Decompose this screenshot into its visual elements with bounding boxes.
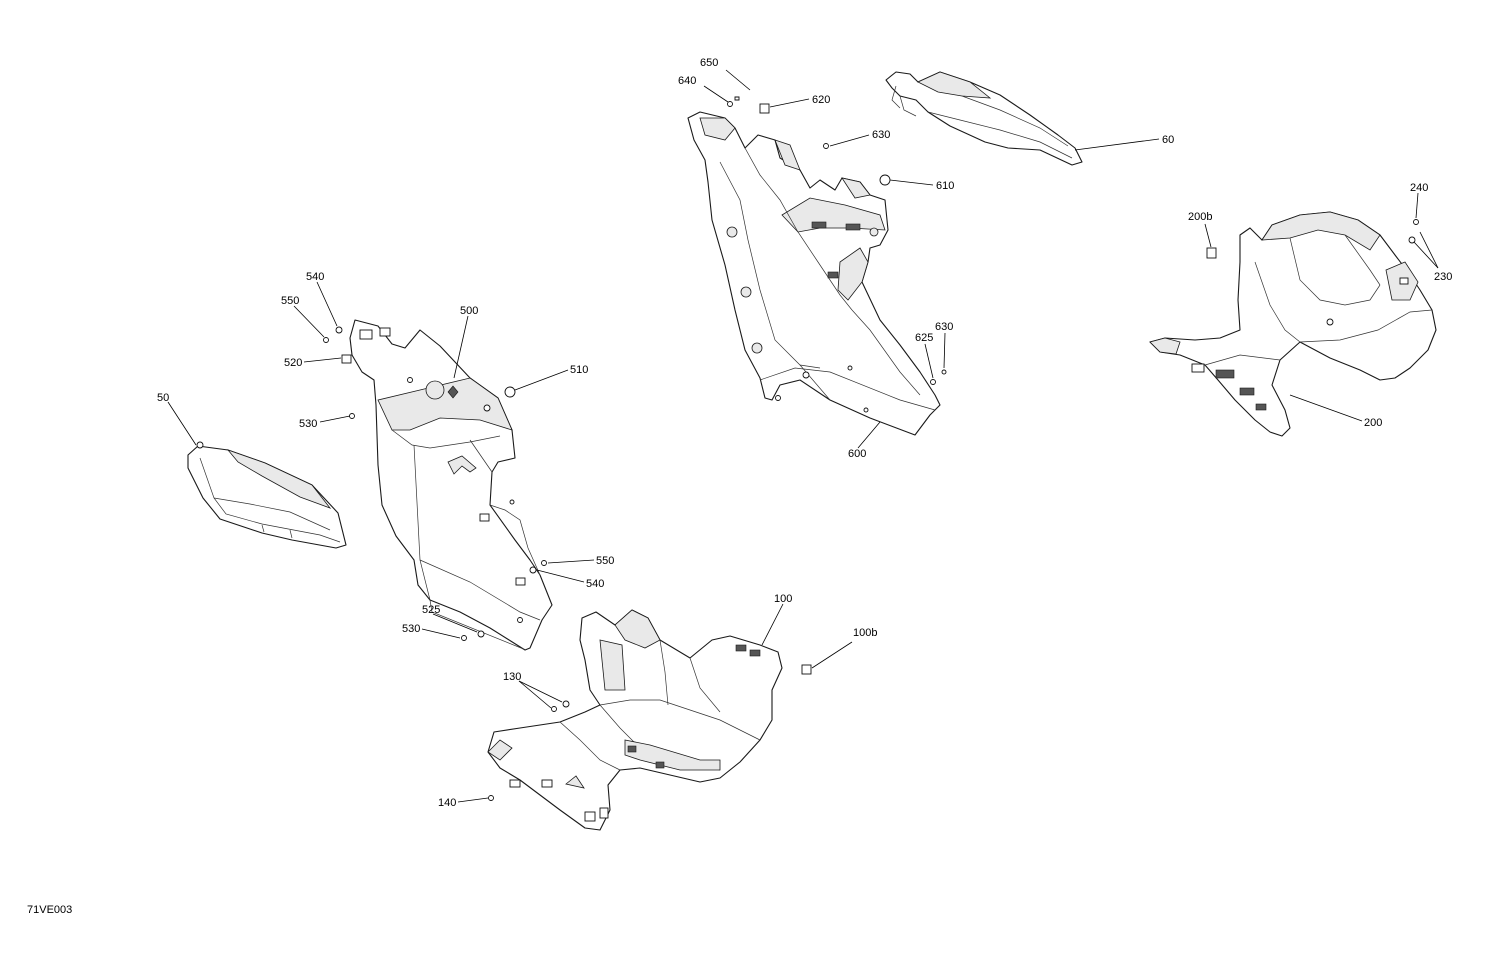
- callout-550-upper: 550: [281, 295, 299, 307]
- callout-650: 650: [700, 57, 718, 69]
- callout-130: 130: [503, 671, 521, 683]
- callout-500: 500: [460, 305, 478, 317]
- callout-100: 100: [774, 593, 792, 605]
- callout-50: 50: [157, 392, 169, 404]
- callout-640: 640: [678, 75, 696, 87]
- part-200-rear-console: [1149, 211, 1437, 437]
- drawing-code: 71VE003: [27, 904, 72, 916]
- hardware: [323, 96, 1419, 801]
- callout-530-upper: 530: [299, 418, 317, 430]
- callout-630-upper: 630: [872, 129, 890, 141]
- part-500-front-panel: [349, 319, 553, 651]
- callout-530-lower: 530: [402, 623, 420, 635]
- callout-100b: 100b: [853, 627, 877, 639]
- callout-550-lower: 550: [596, 555, 614, 567]
- callout-525: 525: [422, 604, 440, 616]
- callout-60: 60: [1162, 134, 1174, 146]
- callout-140: 140: [438, 797, 456, 809]
- part-50-side-panel: [187, 441, 347, 549]
- callout-540-upper: 540: [306, 271, 324, 283]
- callout-600: 600: [848, 448, 866, 460]
- part-600-center-panel: [687, 111, 941, 436]
- callout-610: 610: [936, 180, 954, 192]
- part-100-floor-panel: [487, 609, 783, 831]
- callout-510: 510: [570, 364, 588, 376]
- callout-200b: 200b: [1188, 211, 1212, 223]
- part-60-upper-cover: [885, 71, 1083, 166]
- callout-240: 240: [1410, 182, 1428, 194]
- callout-630-lower: 630: [935, 321, 953, 333]
- leader-lines: [167, 69, 1439, 803]
- callout-labels: 650 640 620 630 610 60 240 200b 230 200 …: [27, 57, 1452, 916]
- callout-230: 230: [1434, 271, 1452, 283]
- callout-620: 620: [812, 94, 830, 106]
- callout-540-lower: 540: [586, 578, 604, 590]
- callout-200: 200: [1364, 417, 1382, 429]
- callout-625: 625: [915, 332, 933, 344]
- callout-520: 520: [284, 357, 302, 369]
